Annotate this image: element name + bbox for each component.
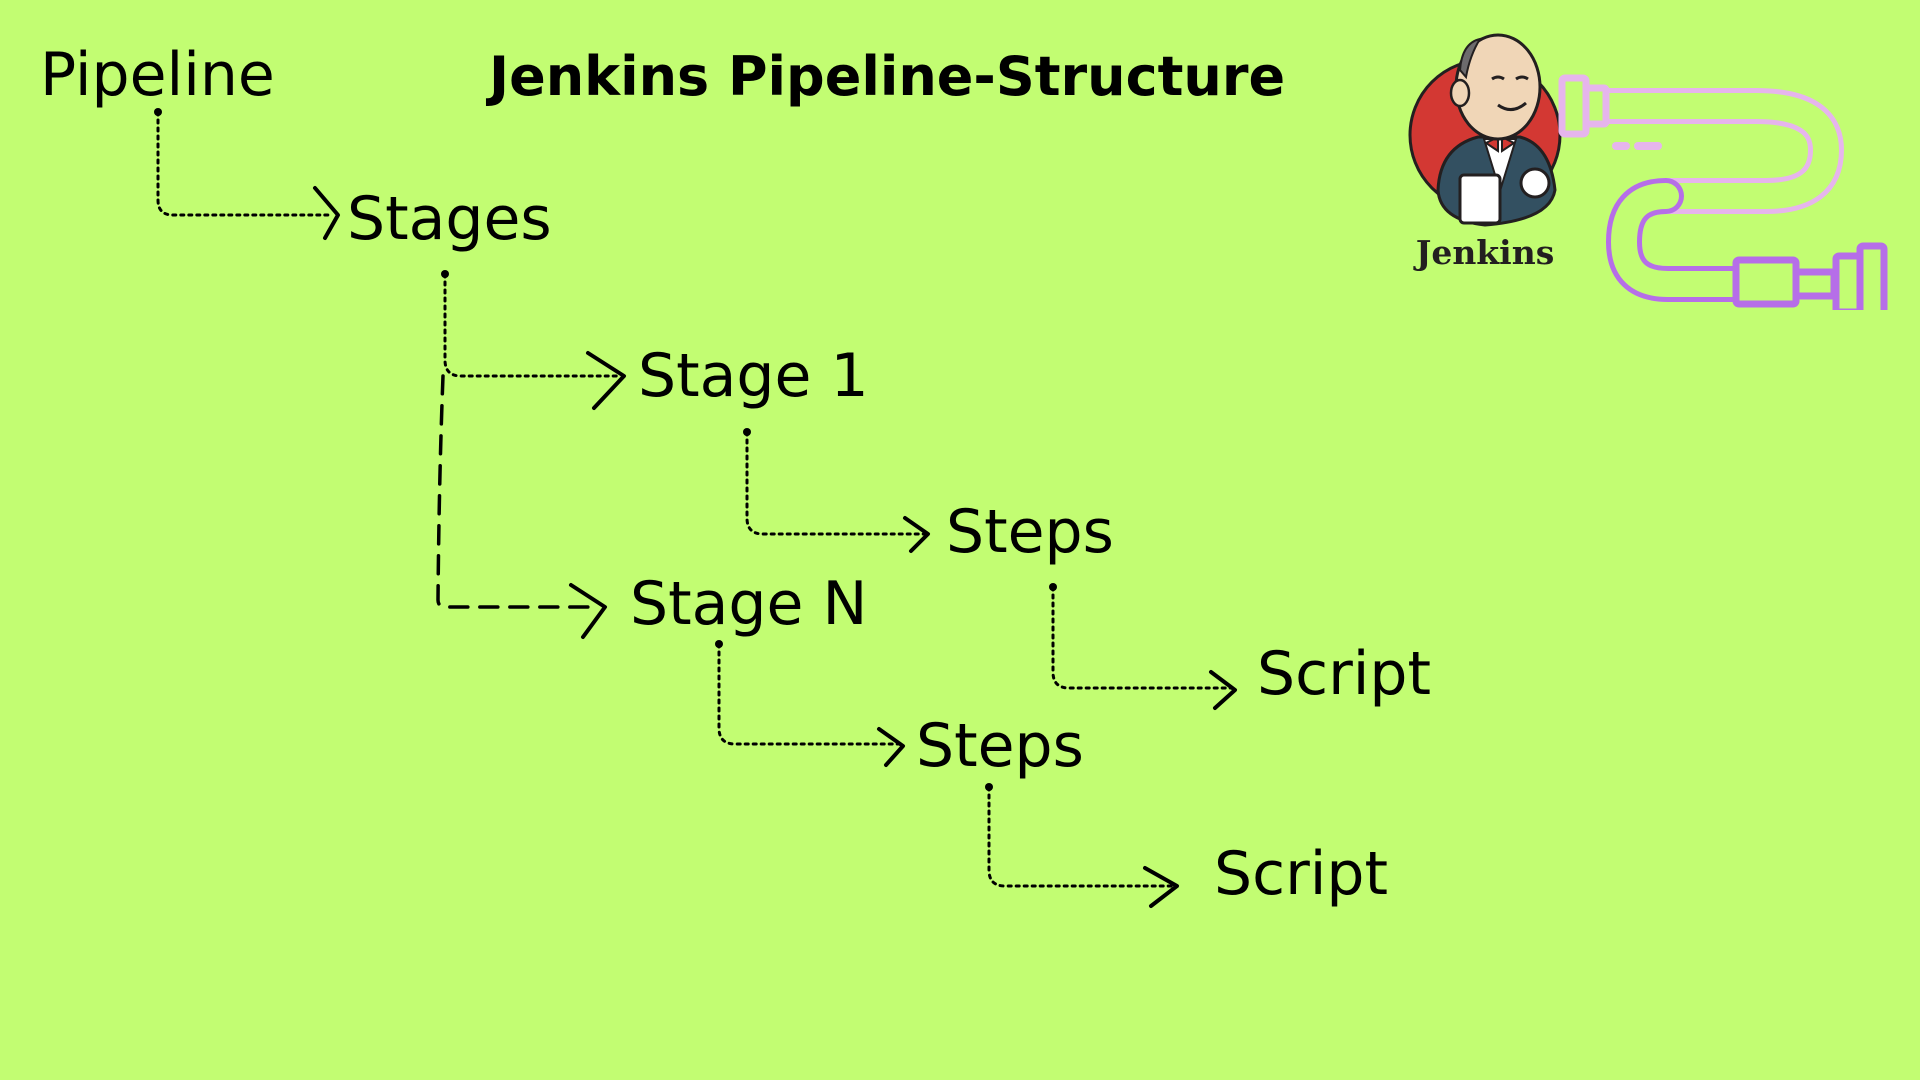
diagram-title: Jenkins Pipeline-Structure (489, 45, 1286, 108)
jenkins-logo-text: Jenkins (1415, 233, 1555, 272)
edge-stage1-steps1 (743, 428, 930, 553)
pipe-icon (1558, 74, 1888, 310)
edge-stagen-stepsn (715, 640, 905, 767)
node-stage-n: Stage N (630, 569, 868, 639)
node-script-1: Script (1257, 639, 1432, 709)
node-stage-1: Stage 1 (638, 341, 869, 411)
edge-pipeline-stages (154, 108, 340, 240)
node-pipeline: Pipeline (40, 40, 275, 110)
jenkins-butler-logo (1408, 33, 1562, 227)
edge-stages-stage1 (441, 270, 626, 410)
edge-stages-stagen (436, 374, 607, 639)
node-stages: Stages (347, 184, 552, 254)
node-steps-n: Steps (916, 711, 1084, 781)
node-script-n: Script (1214, 839, 1389, 909)
edge-steps1-script1 (1049, 583, 1237, 710)
edge-stepsn-scriptn (985, 783, 1179, 908)
node-steps-1: Steps (946, 497, 1114, 567)
